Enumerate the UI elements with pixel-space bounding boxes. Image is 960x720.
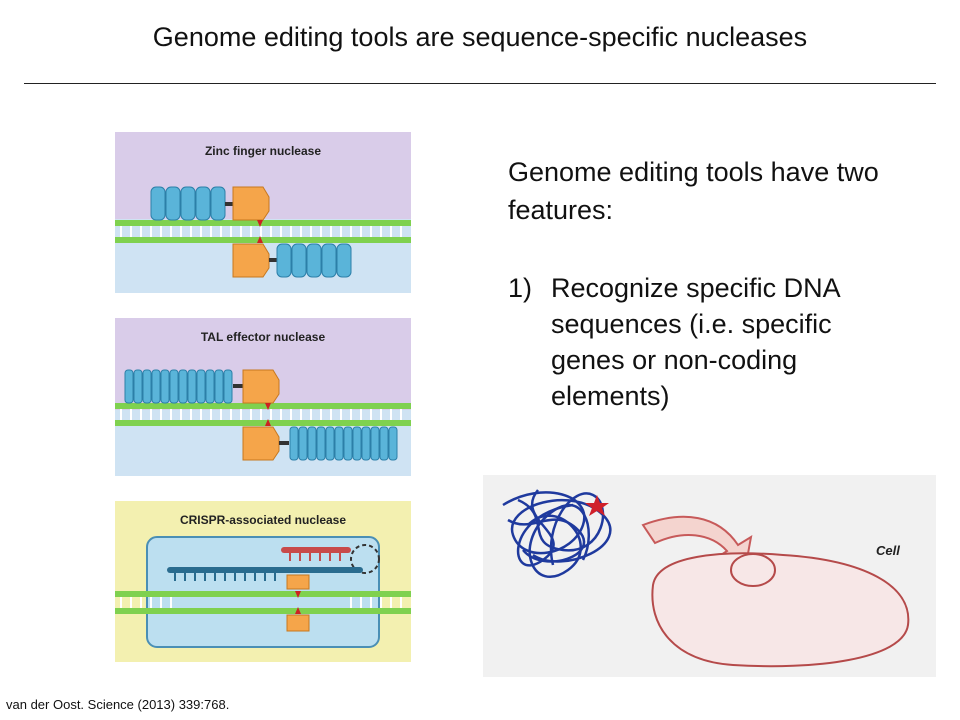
- slide-title: Genome editing tools are sequence-specif…: [152, 22, 808, 52]
- list-item-number: 1): [508, 273, 533, 303]
- zinc-finger-label: Zinc finger nuclease: [204, 144, 322, 158]
- citation: van der Oost. Science (2013) 339:768.: [6, 697, 230, 712]
- cell-label: Cell: [876, 543, 900, 558]
- zinc-finger-figure: Zinc finger nuclease: [115, 132, 411, 293]
- intro-text: Genome editing tools have two features:: [508, 157, 879, 225]
- cell-illustration: Cell: [483, 475, 936, 677]
- crispr-label: CRISPR-associated nuclease: [179, 513, 347, 527]
- tal-effector-figure: TAL effector nuclease: [115, 318, 411, 476]
- title-divider: [24, 83, 936, 84]
- list-item-text: Recognize specific DNA sequences (i.e. s…: [551, 273, 840, 411]
- tal-effector-label: TAL effector nuclease: [200, 330, 326, 344]
- crispr-figure: CRISPR-associated nuclease: [115, 501, 411, 662]
